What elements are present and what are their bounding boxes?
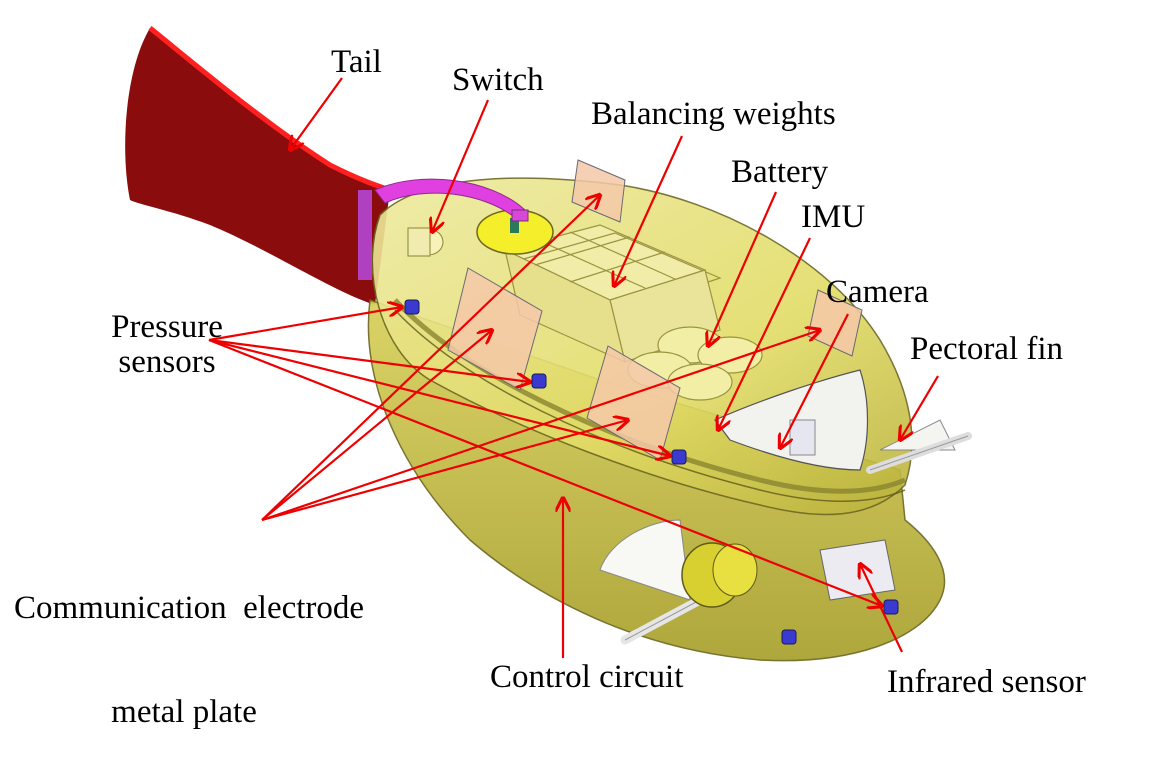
arrow-pressure-4: [208, 338, 882, 606]
arrow-switch: [432, 99, 490, 232]
arrow-electrode-2: [261, 330, 492, 521]
infrared-window: [819, 539, 896, 601]
label-balancing-weights: Balancing weights: [591, 96, 836, 132]
arrow-camera: [780, 313, 849, 448]
tail-bracket: [358, 178, 529, 280]
label-communication-line2: metal plate: [111, 694, 257, 731]
arrow-pectoral-fin: [900, 375, 939, 440]
label-pressure-sensors-line1: Pressure: [111, 309, 223, 345]
arrow-tail: [290, 77, 343, 150]
arrow-pressure-3: [208, 338, 670, 456]
arrow-electrode-3: [261, 420, 628, 522]
label-tail: Tail: [331, 44, 382, 80]
label-imu: IMU: [801, 199, 866, 235]
fin-motor: [681, 542, 758, 608]
robot-fish-diagram: [125, 26, 972, 662]
pectoral-fin-left: [599, 519, 705, 645]
label-communication-electrode: Communication electrode metal plate: [14, 522, 365, 764]
label-battery: Battery: [731, 154, 829, 190]
label-switch: Switch: [452, 62, 544, 98]
label-pressure-sensors: Pressure sensors: [92, 310, 242, 379]
callout-arrows: [208, 77, 939, 658]
switch-body: [407, 227, 444, 257]
battery-cells: [627, 326, 763, 401]
arrow-battery: [708, 191, 778, 346]
label-control-circuit: Control circuit: [490, 659, 684, 695]
label-communication-line1: Communication electrode: [14, 590, 365, 627]
switch-base: [476, 209, 554, 255]
arrow-balancing-weights: [614, 135, 684, 286]
label-pectoral-fin: Pectoral fin: [910, 331, 1064, 367]
label-camera: Camera: [826, 274, 929, 310]
arrow-electrode-1: [261, 195, 600, 521]
arrow-pressure-1: [208, 307, 402, 342]
arrow-electrode-4: [261, 330, 820, 522]
arrow-pressure-2: [208, 338, 530, 382]
arrow-imu: [718, 237, 811, 430]
label-infrared-sensor: Infrared sensor: [887, 664, 1086, 700]
label-pressure-sensors-line2: sensors: [118, 343, 216, 380]
